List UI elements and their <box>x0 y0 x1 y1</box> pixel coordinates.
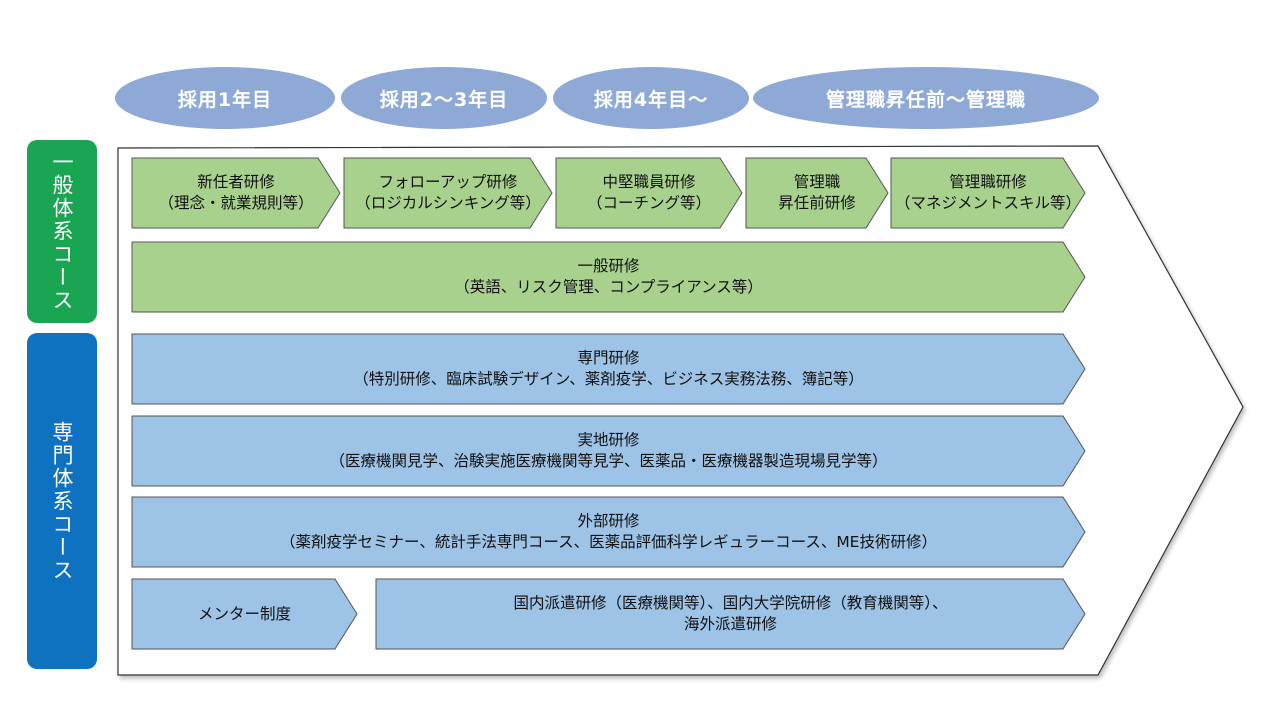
step-title: 新任者研修 <box>197 173 275 191</box>
step-detail: 昇任前研修 <box>778 194 856 212</box>
step-detail: （コーチング等） <box>586 194 711 212</box>
general-course-label: 一般体系コース <box>27 140 97 323</box>
phase-year-2-3: 採用2～3年目 <box>341 67 547 129</box>
step-detail: （マネジメントスキル等） <box>894 194 1081 212</box>
dispatch-training: 国内派遣研修（医療機関等）、国内大学院研修（教育機関等）、 海外派遣研修 <box>375 578 1086 650</box>
follow-up-training: フォローアップ研修 （ロジカルシンキング等） <box>343 157 553 229</box>
phase-year-4-plus: 採用4年目～ <box>553 67 749 129</box>
step-detail: （理念・就業規則等） <box>158 194 314 212</box>
general-training: 一般研修 （英語、リスク管理、コンプライアンス等） <box>131 241 1086 313</box>
step-title: フォローアップ研修 <box>378 173 518 191</box>
step-title: メンター制度 <box>197 604 291 623</box>
phase-year-1: 採用1年目 <box>115 67 335 129</box>
step-title: 管理職研修 <box>949 173 1027 191</box>
step-title: 専門研修 <box>577 349 640 367</box>
field-training: 実地研修 （医療機関見学、治験実施医療機関等見学、医薬品・医療機器製造現場見学等… <box>131 415 1086 487</box>
mentor-system: メンター制度 <box>131 578 358 650</box>
specialized-training: 専門研修 （特別研修、臨床試験デザイン、薬剤疫学、ビジネス実務法務、簿記等） <box>131 333 1086 405</box>
mid-level-training: 中堅職員研修 （コーチング等） <box>555 157 743 229</box>
phase-manager: 管理職昇任前～管理職 <box>753 67 1099 129</box>
step-detail: 海外派遣研修 <box>683 615 777 633</box>
step-title: 管理職 <box>793 173 841 191</box>
step-title: 中堅職員研修 <box>602 173 696 191</box>
step-title: 外部研修 <box>577 512 640 530</box>
manager-training: 管理職研修 （マネジメントスキル等） <box>890 157 1086 229</box>
pre-manager-training: 管理職 昇任前研修 <box>745 157 889 229</box>
step-detail: （薬剤疫学セミナー、統計手法専門コース、医薬品評価科学レギュラーコース、ME技術… <box>280 533 937 551</box>
step-detail: （ロジカルシンキング等） <box>355 194 541 212</box>
new-hire-training: 新任者研修 （理念・就業規則等） <box>131 157 341 229</box>
step-title: 実地研修 <box>577 431 640 449</box>
step-detail: （特別研修、臨床試験デザイン、薬剤疫学、ビジネス実務法務、簿記等） <box>353 370 864 388</box>
external-training: 外部研修 （薬剤疫学セミナー、統計手法専門コース、医薬品評価科学レギュラーコース… <box>131 496 1086 568</box>
step-title: 一般研修 <box>577 257 640 275</box>
step-detail: （医療機関見学、治験実施医療機関等見学、医薬品・医療機器製造現場見学等） <box>329 452 888 470</box>
step-detail: （英語、リスク管理、コンプライアンス等） <box>454 278 763 296</box>
step-title: 国内派遣研修（医療機関等）、国内大学院研修（教育機関等）、 <box>513 594 948 612</box>
special-course-label: 専門体系コース <box>27 333 97 669</box>
